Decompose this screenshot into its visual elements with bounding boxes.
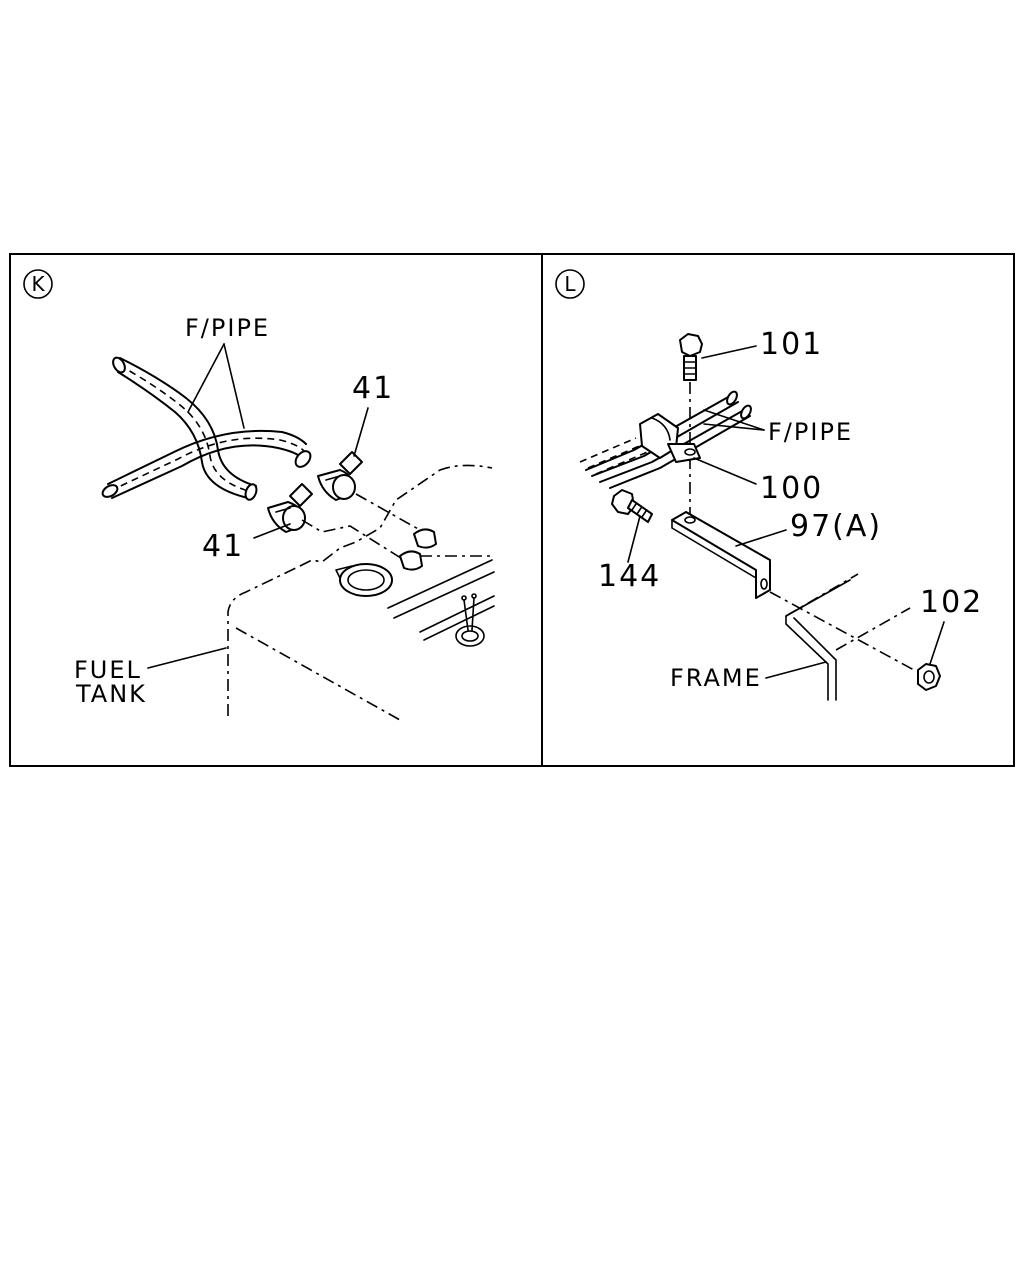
bolt-144 <box>611 489 653 523</box>
clip-41-lower-label: 41 <box>202 529 244 564</box>
bolt-101-label: 101 <box>760 327 823 362</box>
nut-102-label: 102 <box>920 585 983 620</box>
clamp-100 <box>639 413 701 463</box>
panel-l-border <box>541 253 1015 767</box>
clip-41-upper-label: 41 <box>352 371 394 406</box>
fuel-tank-leader <box>147 647 227 669</box>
frame-leader <box>765 661 827 679</box>
view-l-circle <box>555 269 585 299</box>
clip-41-lower-leader <box>253 523 291 539</box>
f-pipe-label-l: F/PIPE <box>768 418 853 446</box>
frame-label: FRAME <box>670 664 762 692</box>
f-pipe-leader-l2 <box>703 423 765 431</box>
fuel-tank <box>227 464 495 721</box>
bolt-144-label: 144 <box>598 559 661 594</box>
fuel-tank-label-2: TANK <box>75 680 147 708</box>
clamp-100-label: 100 <box>760 471 823 506</box>
clip-41-upper <box>317 451 363 501</box>
nut-102-leader <box>929 621 945 665</box>
f-pipe-leader-2 <box>223 343 245 429</box>
view-k-letter: K <box>31 272 45 296</box>
f-pipe-label-k: F/PIPE <box>185 314 270 342</box>
bracket-install-line <box>769 591 915 671</box>
clamp-100-leader <box>693 457 757 485</box>
bolt-101-leader <box>701 345 757 359</box>
panel-k: K F/PIPE 41 <box>23 269 495 721</box>
fuel-tank-label-1: FUEL <box>74 656 142 684</box>
bracket-97a <box>671 511 771 599</box>
nut-102 <box>917 663 941 691</box>
fuel-pipe-curved <box>112 356 258 501</box>
bracket-97a-label: 97(A) <box>790 509 882 544</box>
clip-install-line-2 <box>301 519 405 561</box>
view-l-letter: L <box>564 272 576 296</box>
clip-41-upper-leader <box>353 407 369 457</box>
fuel-pipes-l <box>579 390 752 489</box>
f-pipe-leader-l1 <box>703 409 765 431</box>
bolt-101 <box>679 333 703 381</box>
bracket-97a-leader <box>735 529 787 547</box>
panel-l: L 101 <box>555 269 983 701</box>
fuel-pipe-crossing <box>101 429 312 499</box>
clip-41-lower <box>267 483 313 533</box>
frame <box>785 573 911 701</box>
view-k-circle <box>23 269 53 299</box>
bolt-144-leader <box>627 515 641 563</box>
f-pipe-leader-1 <box>187 343 225 413</box>
clip-install-line-1 <box>355 493 421 531</box>
